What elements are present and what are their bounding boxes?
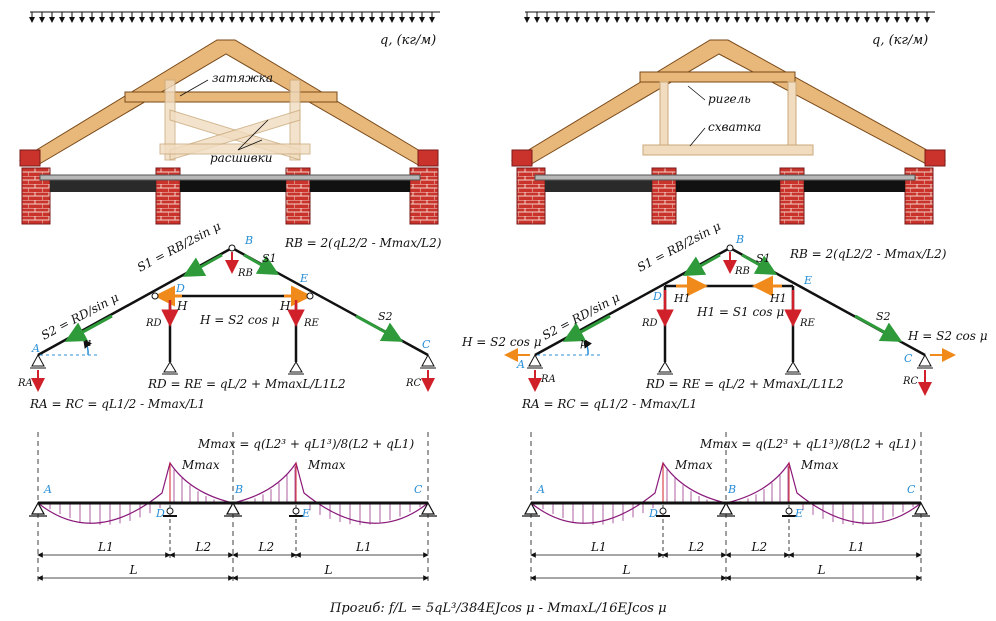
h-eq-left: H = S2 cos μ — [199, 313, 280, 327]
mmax-eq-left: Mmax = q(L2³ + qL1³)/8(L2 + qL1) — [197, 437, 414, 451]
tie-beam-left — [124, 91, 338, 103]
moment-label: L — [622, 563, 631, 577]
rd-label-right: RD — [641, 318, 658, 329]
support — [912, 501, 930, 517]
moment-label: C — [414, 483, 423, 496]
h1-label-right-2: H1 — [769, 292, 787, 305]
s1-label-right: S1 — [756, 252, 771, 265]
s1-eq-right: S1 = RB/2sin μ — [635, 219, 723, 275]
moment-label: L — [324, 563, 333, 577]
rb-label-right: RB — [734, 266, 750, 277]
mu-left: μ — [84, 336, 91, 349]
ra-label-left: RA — [17, 378, 33, 389]
h-eq-right-right: H = S2 cos μ — [907, 329, 988, 343]
load-label-right: q, (кг/м) — [872, 33, 928, 48]
support — [419, 501, 437, 517]
rb-label-left: RB — [237, 268, 253, 279]
rac-eq-left: RA = RC = qL1/2 - Mmax/L1 — [29, 397, 205, 411]
brace-label: расшивки — [210, 151, 273, 165]
moment-label: C — [907, 483, 916, 496]
moment-label: L1 — [355, 540, 372, 554]
rd-label-left: RD — [145, 318, 162, 329]
rc-label-right: RC — [902, 376, 919, 387]
rb-eq-right: RB = 2(qL2/2 - Mmax/L2) — [789, 247, 947, 261]
scheme-left — [30, 244, 436, 392]
moment-label: Mmax — [674, 458, 713, 472]
moment-label: Mmax — [181, 458, 220, 472]
support — [29, 501, 47, 517]
point-E-right: E — [803, 274, 812, 287]
h-label-left-2: H — [279, 299, 291, 313]
s2-label-left: S2 — [378, 310, 393, 323]
s1-eq-left: S1 = RB/2sin μ — [135, 219, 223, 275]
ra-label-right: RA — [540, 374, 556, 385]
moment-label: E — [301, 507, 310, 520]
moment-label: L — [129, 563, 138, 577]
point-B-left: B — [244, 234, 253, 247]
h-label-left-1: H — [176, 299, 188, 313]
point-D-right: D — [652, 290, 662, 303]
point-C-right: C — [904, 352, 913, 365]
moment-label: B — [234, 483, 243, 496]
load-label-left: q, (кг/м) — [380, 33, 436, 48]
point-A-left: A — [31, 342, 40, 355]
moment-label: L1 — [97, 540, 114, 554]
mmax-eq-right: Mmax = q(L2³ + qL1³)/8(L2 + qL1) — [699, 437, 916, 451]
rc-label-left: RC — [405, 378, 422, 389]
roof-right — [510, 39, 947, 225]
moment-label: Mmax — [800, 458, 839, 472]
support — [224, 501, 242, 517]
moment-label: D — [648, 507, 658, 520]
s1-label-left: S1 — [262, 252, 277, 265]
point-B-right: B — [735, 233, 744, 246]
load-arrows-right — [524, 11, 935, 23]
support — [717, 501, 735, 517]
mu-right: μ — [580, 336, 587, 349]
moment-label: L1 — [590, 540, 607, 554]
point-C-left: C — [422, 338, 431, 351]
rac-eq-right: RA = RC = qL1/2 - Mmax/L1 — [521, 397, 697, 411]
support — [522, 501, 540, 517]
moment-label: A — [43, 483, 52, 496]
moment-label: Mmax — [307, 458, 346, 472]
point-A-right: A — [516, 358, 525, 371]
moment-label: L1 — [848, 540, 865, 554]
moment-label: L2 — [688, 540, 705, 554]
point-E-left: E — [299, 272, 308, 285]
rde-eq-left: RD = RE = qL/2 + MmaxL/L1L2 — [147, 377, 346, 391]
moment-label: D — [155, 507, 165, 520]
point-D-left: D — [175, 282, 185, 295]
re-label-left: RE — [303, 318, 320, 329]
h1-eq-right: H1 = S1 cos μ — [696, 305, 784, 319]
h-eq-right-left: H = S2 cos μ — [461, 335, 542, 349]
load-arrows-left — [29, 11, 440, 23]
deflection-eq: Прогиб: f/L = 5qL³/384EJcos μ - MmaxL/16… — [329, 601, 667, 616]
re-label-right: RE — [799, 318, 816, 329]
tie-label: затяжка — [212, 71, 273, 85]
roof-left — [18, 39, 439, 225]
collar-beam-right — [639, 71, 796, 83]
s2-label-right: S2 — [876, 310, 891, 323]
h1-label-right-1: H1 — [673, 292, 691, 305]
moment-label: B — [727, 483, 736, 496]
moment-label: L2 — [258, 540, 275, 554]
moment-label: E — [794, 507, 803, 520]
collar-beam-label: ригель — [708, 92, 751, 106]
scheme-right — [504, 244, 956, 396]
moment-label: L — [817, 563, 826, 577]
moment-label: L2 — [195, 540, 212, 554]
rb-eq-left: RB = 2(qL2/2 - Mmax/L2) — [284, 236, 442, 250]
clamp-label: схватка — [708, 120, 761, 134]
rde-eq-right: RD = RE = qL/2 + MmaxL/L1L2 — [645, 377, 844, 391]
moment-label: L2 — [751, 540, 768, 554]
moment-label: A — [536, 483, 545, 496]
